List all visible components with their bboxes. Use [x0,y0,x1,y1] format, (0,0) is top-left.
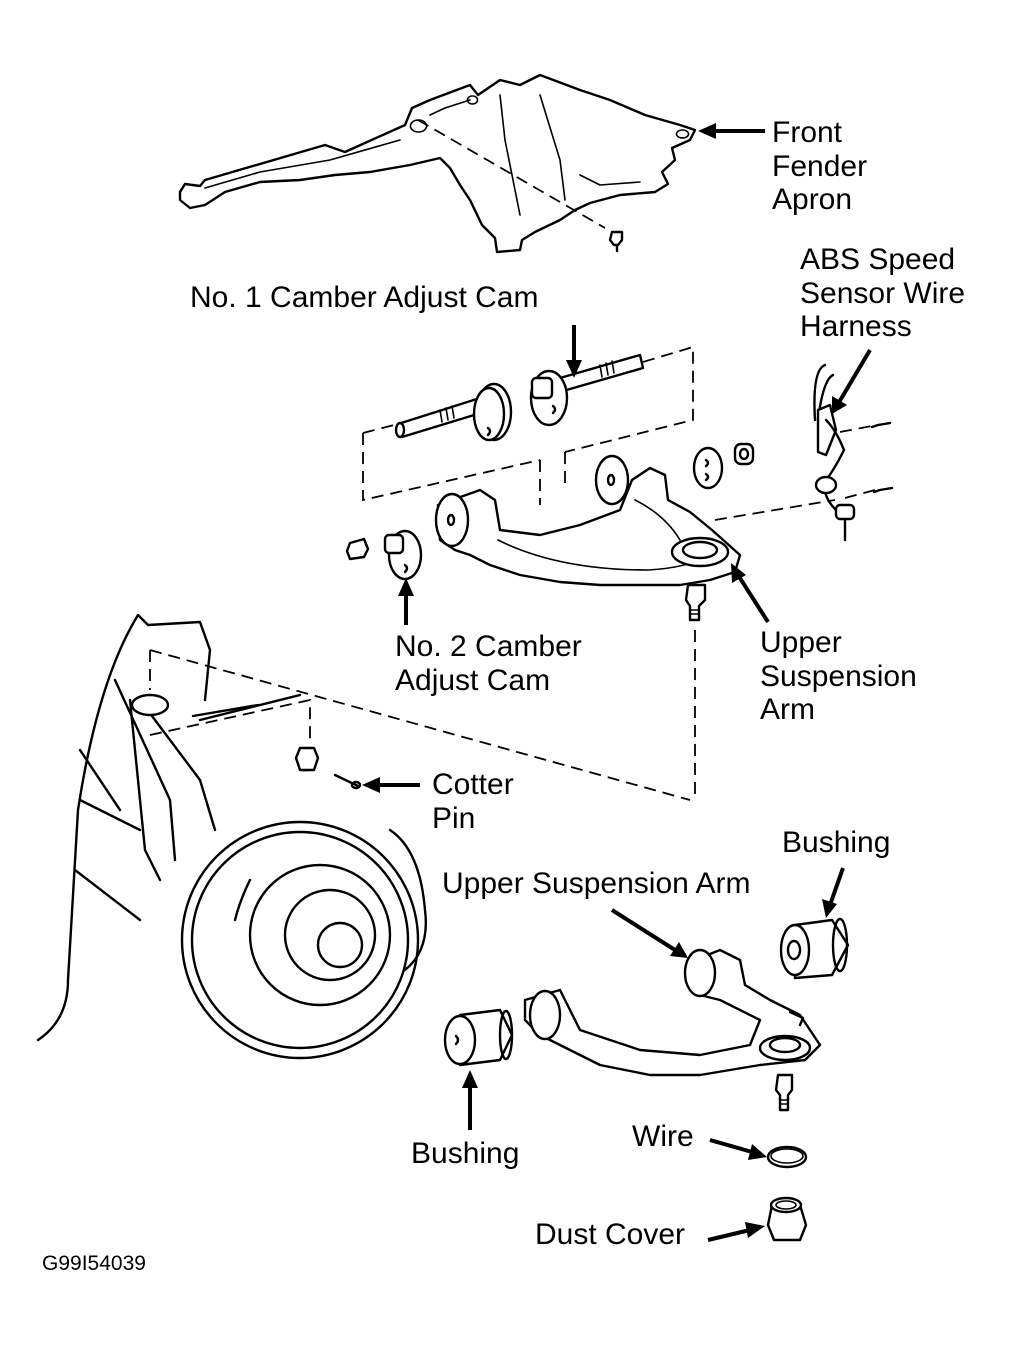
label-upper-suspension-arm-top: Upper Suspension Arm [760,626,917,727]
label-line: No. 2 Camber [395,630,582,663]
label-no2-camber-adjust-cam: No. 2 Camber Adjust Cam [395,630,582,697]
label-line: Harness [800,310,912,343]
label-upper-suspension-arm-bottom: Upper Suspension Arm [442,867,751,900]
bushing-part-left [443,1008,514,1067]
arrowhead [745,1222,765,1238]
label-line: Front [772,116,843,149]
label-dust-cover: Dust Cover [535,1218,686,1251]
wire-ring-part [766,1145,808,1169]
label-line: Fender [772,149,868,183]
arrow-wire [709,1138,753,1154]
figure-code: G99I54039 [42,1252,146,1275]
arrowhead [698,123,716,139]
label-line: Apron [772,183,853,216]
front-fender-apron-part [178,73,697,254]
arrowhead [566,360,582,378]
label-line: Pin [432,801,476,835]
dust-cover-part [766,1196,808,1242]
arrowhead [832,396,847,414]
label-abs-speed-sensor-wire-harness: ABS Speed Sensor Wire Harness [800,243,965,344]
label-bushing-left: Bushing [411,1137,520,1170]
arrow-upper-suspension-arm-bottom [610,908,677,952]
arrow-abs-sensor [836,348,872,406]
abs-speed-sensor-wire-harness-part [714,363,894,542]
steering-knuckle-disc-assembly [36,613,691,1060]
label-bushing-right: Bushing [782,826,891,859]
label-wire: Wire [632,1120,694,1153]
label-no1-camber-adjust-cam: No. 1 Camber Adjust Cam [190,281,539,314]
no1-camber-adjust-cam-part [362,345,694,505]
label-line: Sensor Wire [800,276,966,310]
label-line: ABS Speed [800,243,956,276]
label-line: Suspension [760,659,917,693]
arrowhead [822,899,837,918]
arrow-upper-suspension-arm-top [736,573,770,624]
bushing-part-right [779,917,850,980]
arrowhead [362,777,380,793]
upper-suspension-arm-part-bottom [523,948,822,1112]
label-line: Upper [760,626,842,659]
arrowhead [731,563,746,583]
label-line: Arm [760,693,815,726]
arrowhead [462,1070,478,1088]
arrow-dust-cover [707,1228,751,1242]
label-front-fender-apron: Front Fender Apron [772,116,867,217]
arrowhead [748,1144,767,1160]
callout-arrows [362,123,872,1242]
cam-nuts-and-washers [345,442,755,581]
arrowhead [398,578,414,596]
arrowhead [670,942,688,958]
label-cotter-pin: Cotter Pin [432,768,514,835]
arrow-bushing-right [828,867,845,906]
label-line: Cotter [432,768,514,801]
label-line: Adjust Cam [395,663,551,697]
upper-suspension-arm-part-top [434,454,742,800]
